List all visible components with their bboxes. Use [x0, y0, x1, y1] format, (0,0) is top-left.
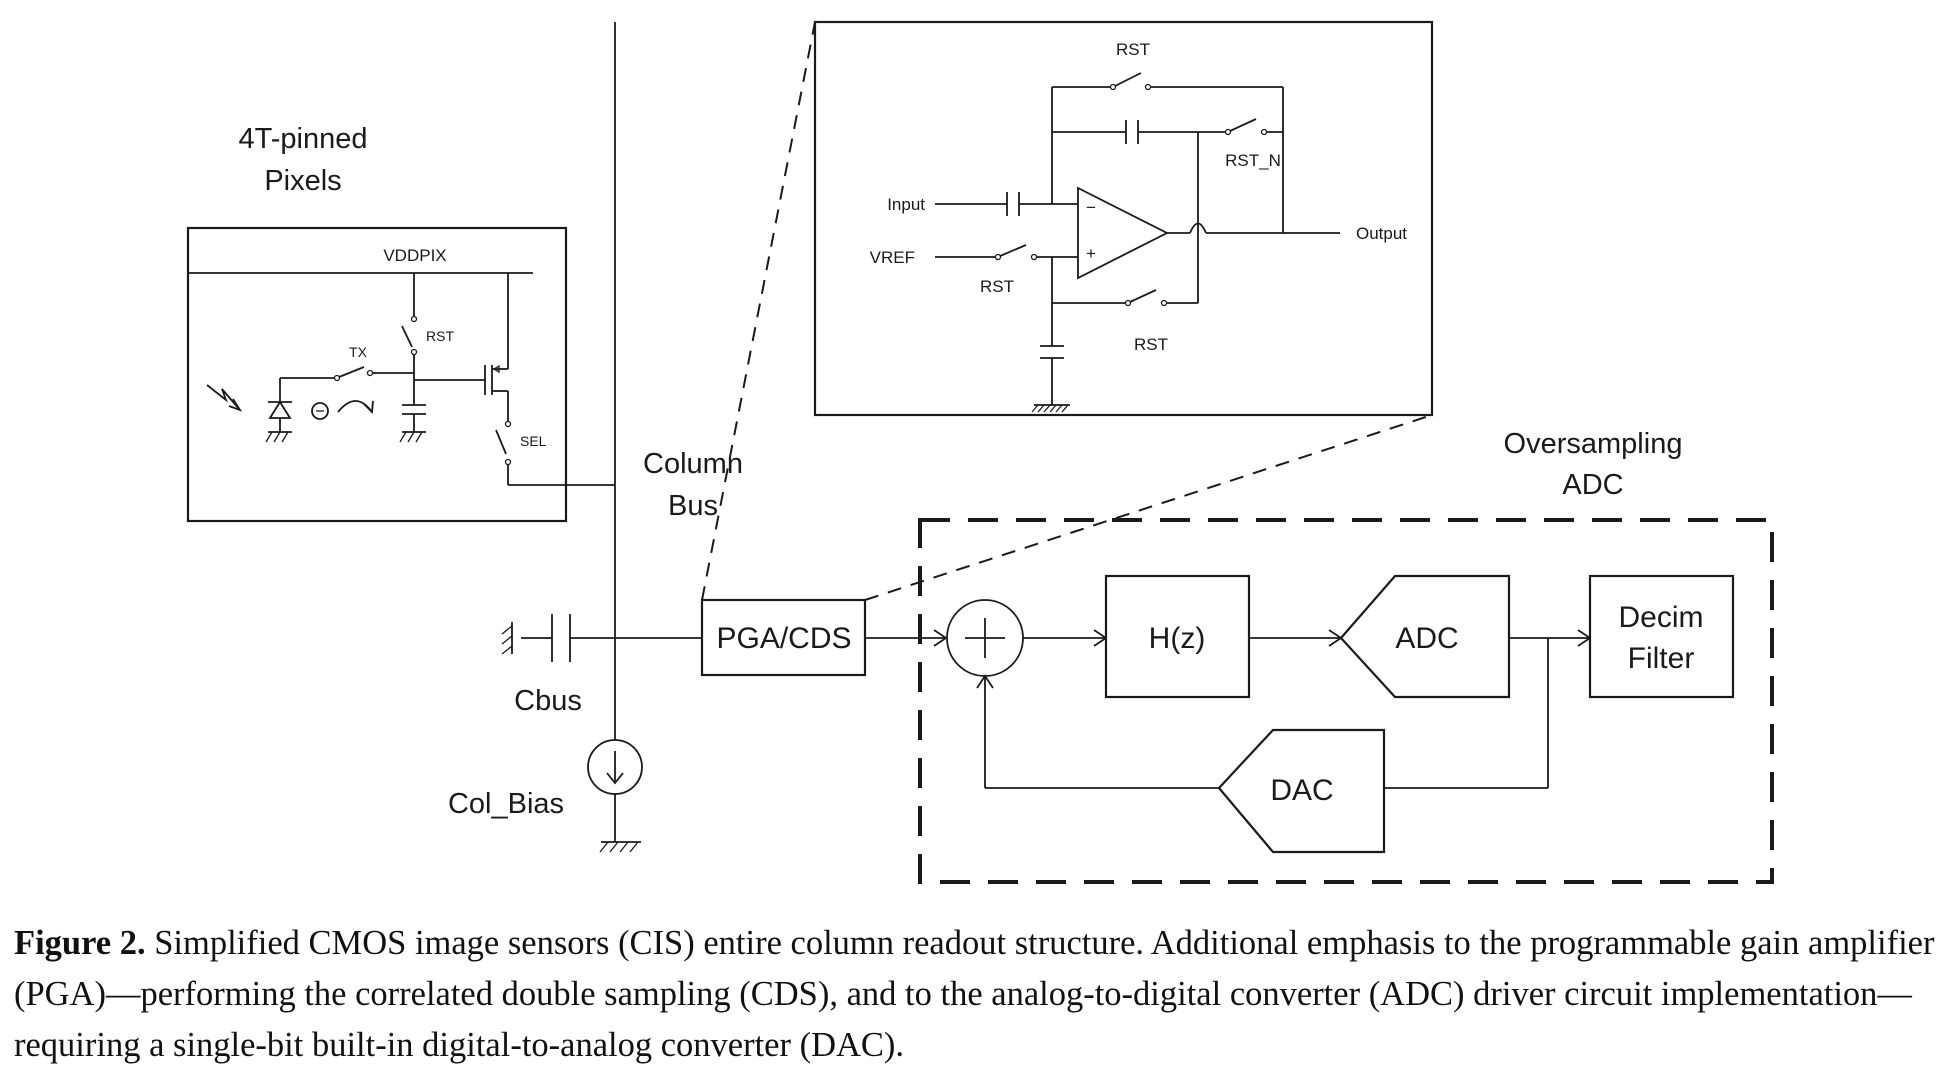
- oversampling-adc: Oversampling ADC H(z) ADC Decim Filter: [865, 428, 1774, 884]
- sel-label: SEL: [520, 433, 547, 449]
- pga-detail: − + Input VREF RST RST: [813, 20, 1434, 417]
- oversampling-title-line2: ADC: [1562, 469, 1623, 501]
- rst-feedback-switch: [1114, 72, 1142, 87]
- pixels-title-line1: 4T-pinned: [239, 123, 368, 155]
- decim-filter-block: [1588, 574, 1735, 699]
- rst-n-label: RST_N: [1225, 151, 1281, 170]
- rst-switch: [401, 325, 413, 348]
- column-bus-label-line1: Column: [643, 448, 743, 480]
- hz-block: [1104, 574, 1251, 699]
- pga-cds-block: [700, 598, 867, 677]
- adc-label: ADC: [1395, 622, 1458, 655]
- arrow-down-icon: [606, 772, 624, 785]
- rst-label-pixel: RST: [426, 328, 454, 344]
- col-bias-label: Col_Bias: [448, 788, 564, 820]
- vddpix-label: VDDPIX: [383, 246, 446, 265]
- dac-label: DAC: [1270, 774, 1333, 807]
- opamp-icon: [1077, 186, 1169, 280]
- zoom-line-left: [701, 21, 816, 601]
- caption-text: Simplified CMOS image sensors (CIS) enti…: [14, 924, 1935, 1064]
- sel-switch: [495, 429, 507, 455]
- pixel-block: 4T-pinned Pixels VDDPIX TX: [186, 123, 615, 523]
- oversampling-title-line1: Oversampling: [1504, 428, 1683, 460]
- adc-block: [1339, 574, 1511, 699]
- caption-label: Figure 2.: [14, 924, 146, 962]
- zoom-line-right: [864, 414, 1433, 601]
- cbus-label: Cbus: [514, 685, 582, 717]
- pga-cds-label: PGA/CDS: [716, 622, 851, 655]
- pixel-box: [186, 226, 568, 523]
- opamp-plus: +: [1086, 244, 1096, 263]
- rst-n-switch: [1229, 118, 1257, 132]
- electron-icon: [311, 402, 329, 420]
- tx-label: TX: [349, 344, 368, 360]
- tx-switch: [338, 366, 365, 378]
- oversampling-adc-boundary: [918, 518, 1774, 884]
- rst-label-top: RST: [1116, 40, 1150, 59]
- pga-detail-box: [813, 20, 1434, 417]
- column-bus-label-line2: Bus: [668, 490, 718, 522]
- decim-label-line1: Decim: [1618, 601, 1703, 634]
- decim-label-line2: Filter: [1628, 642, 1695, 675]
- pixels-title-line2: Pixels: [264, 165, 341, 197]
- output-label: Output: [1356, 224, 1407, 243]
- hz-label: H(z): [1149, 622, 1206, 655]
- opamp-minus: −: [1086, 198, 1096, 217]
- rst-bottom-switch: [1129, 289, 1157, 303]
- photodiode: [206, 378, 292, 443]
- rst-label-bottom: RST: [1134, 335, 1168, 354]
- input-label: Input: [887, 195, 925, 214]
- rst-label-vref: RST: [980, 277, 1014, 296]
- vref-switch: [999, 244, 1027, 257]
- vref-label: VREF: [870, 248, 915, 267]
- figure-caption: Figure 2. Simplified CMOS image sensors …: [14, 918, 1942, 1071]
- light-arrow-icon: [206, 384, 241, 411]
- dac-block: [1217, 728, 1386, 854]
